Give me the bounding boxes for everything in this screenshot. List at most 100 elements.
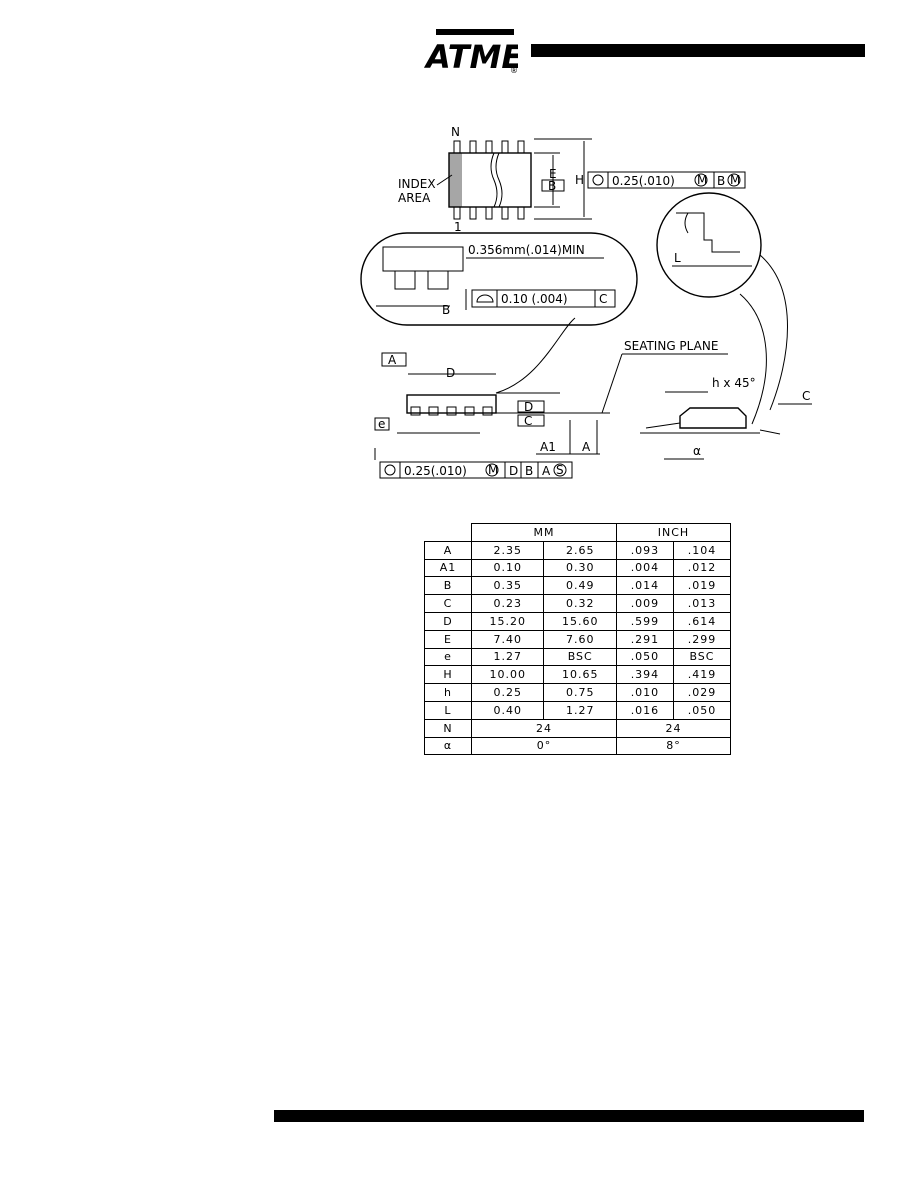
table-row: A1 0.10 0.30 .004 .012 xyxy=(424,558,732,578)
inch-max-cell: .299 xyxy=(672,629,732,649)
symbol-cell: h xyxy=(424,683,472,702)
table-row: A 2.35 2.65 .093 .104 xyxy=(424,540,732,560)
inch-max-cell: .419 xyxy=(672,665,732,685)
svg-text:0.25(.010): 0.25(.010) xyxy=(404,464,467,478)
mm-min-cell: 2.35 xyxy=(470,540,545,560)
svg-text:SEATING PLANE: SEATING PLANE xyxy=(624,339,718,353)
mm-max-cell: 0.30 xyxy=(543,558,617,578)
svg-text:INDEX: INDEX xyxy=(398,177,436,191)
inch-header: INCH xyxy=(615,523,732,542)
inch-max-cell: .019 xyxy=(672,576,732,596)
svg-text:e: e xyxy=(378,417,385,431)
dimensions-table: MM INCH A 2.35 2.65 .093 .104 A1 0.10 0.… xyxy=(424,523,732,756)
mm-max-cell: 2.65 xyxy=(543,540,617,560)
inch-min-cell: .093 xyxy=(615,540,674,560)
detail-b-view: 0.356mm(.014)MIN B 0.10 (.004) C xyxy=(360,232,638,326)
table-row: C 0.23 0.32 .009 .013 xyxy=(424,594,732,613)
table-row: e 1.27 BSC .050 BSC xyxy=(424,647,732,667)
mm-max-cell: 10.65 xyxy=(543,665,617,685)
mm-max-cell: 15.60 xyxy=(543,611,617,631)
mm-max-cell: BSC xyxy=(543,647,617,667)
inch-min-cell: .394 xyxy=(615,665,674,685)
mm-value-cell: 0° xyxy=(471,736,617,756)
mm-max-cell: 1.27 xyxy=(543,700,617,720)
side-view: A D SEATING PLANE D C e A1 A 0.25(.01 xyxy=(374,317,728,479)
svg-text:B: B xyxy=(525,464,533,478)
symbol-cell: α xyxy=(424,736,472,756)
mm-header: MM xyxy=(471,523,617,542)
svg-text:α: α xyxy=(693,444,701,458)
table-header-row: MM INCH xyxy=(424,523,732,542)
top-view: N 1 INDEX AREA E B H 0.25(.010) M B M xyxy=(398,125,746,234)
inch-max-cell: .029 xyxy=(672,683,732,702)
svg-text:C: C xyxy=(599,292,607,306)
svg-text:®: ® xyxy=(510,66,518,74)
inch-value-cell: 8° xyxy=(615,736,732,756)
mm-min-cell: 10.00 xyxy=(470,665,545,685)
inch-max-cell: .013 xyxy=(672,594,732,613)
inch-max-cell: .012 xyxy=(672,558,732,578)
inch-min-cell: .050 xyxy=(615,647,674,667)
mm-max-cell: 0.32 xyxy=(543,594,617,613)
svg-text:0.356mm(.014)MIN: 0.356mm(.014)MIN xyxy=(468,243,585,257)
mm-max-cell: 0.49 xyxy=(543,576,617,596)
svg-text:L: L xyxy=(674,251,681,265)
svg-text:M: M xyxy=(730,173,740,187)
inch-min-cell: .291 xyxy=(615,629,674,649)
lead-detail-view: L h x 45° C α xyxy=(640,192,812,460)
svg-text:H: H xyxy=(575,173,584,187)
footer-rule xyxy=(274,1110,864,1122)
table-row: D 15.20 15.60 .599 .614 xyxy=(424,611,732,631)
symbol-cell: A1 xyxy=(424,558,472,578)
mm-min-cell: 0.40 xyxy=(470,700,545,720)
svg-text:AREA: AREA xyxy=(398,191,431,205)
svg-text:C: C xyxy=(524,414,532,428)
symbol-cell: e xyxy=(424,647,472,667)
symbol-cell: H xyxy=(424,665,472,685)
symbol-cell: B xyxy=(424,576,472,596)
svg-text:C: C xyxy=(802,389,810,403)
svg-text:M: M xyxy=(697,173,707,187)
inch-min-cell: .014 xyxy=(615,576,674,596)
svg-text:S: S xyxy=(556,463,564,477)
svg-text:1: 1 xyxy=(454,220,462,234)
inch-max-cell: .050 xyxy=(672,700,732,720)
mm-value-cell: 24 xyxy=(471,718,617,738)
symbol-cell: D xyxy=(424,611,472,631)
mm-min-cell: 0.35 xyxy=(470,576,545,596)
header-rule xyxy=(531,44,865,57)
inch-min-cell: .009 xyxy=(615,594,674,613)
inch-max-cell: .104 xyxy=(672,540,732,560)
mm-min-cell: 0.25 xyxy=(470,683,545,702)
table-row: h 0.25 0.75 .010 .029 xyxy=(424,683,732,702)
svg-text:h x 45°: h x 45° xyxy=(712,376,756,390)
svg-text:0.10 (.004): 0.10 (.004) xyxy=(501,292,568,306)
svg-text:A: A xyxy=(542,464,551,478)
table-row: α 0° 8° xyxy=(424,736,732,756)
symbol-cell: A xyxy=(424,540,472,560)
table-row: H 10.00 10.65 .394 .419 xyxy=(424,665,732,685)
mm-max-cell: 0.75 xyxy=(543,683,617,702)
inch-min-cell: .016 xyxy=(615,700,674,720)
package-outline-drawing: N 1 INDEX AREA E B H 0.25(.010) M B M 0.… xyxy=(360,125,812,479)
svg-text:D: D xyxy=(446,366,455,380)
svg-text:E: E xyxy=(549,167,557,181)
svg-text:D: D xyxy=(524,400,533,414)
inch-max-cell: .614 xyxy=(672,611,732,631)
symbol-cell: N xyxy=(424,718,472,738)
symbol-cell: E xyxy=(424,629,472,649)
svg-text:A1: A1 xyxy=(540,440,556,454)
svg-text:D: D xyxy=(509,464,518,478)
table-row: E 7.40 7.60 .291 .299 xyxy=(424,629,732,649)
symbol-cell: L xyxy=(424,700,472,720)
inch-max-cell: BSC xyxy=(672,647,732,667)
svg-text:B: B xyxy=(442,303,450,317)
atmel-logo: ATMEL ® xyxy=(424,29,518,74)
mm-max-cell: 7.60 xyxy=(543,629,617,649)
mm-min-cell: 15.20 xyxy=(470,611,545,631)
svg-text:A: A xyxy=(388,353,397,367)
inch-min-cell: .010 xyxy=(615,683,674,702)
svg-text:B: B xyxy=(717,174,725,188)
mm-min-cell: 0.23 xyxy=(470,594,545,613)
table-row: N 24 24 xyxy=(424,718,732,738)
